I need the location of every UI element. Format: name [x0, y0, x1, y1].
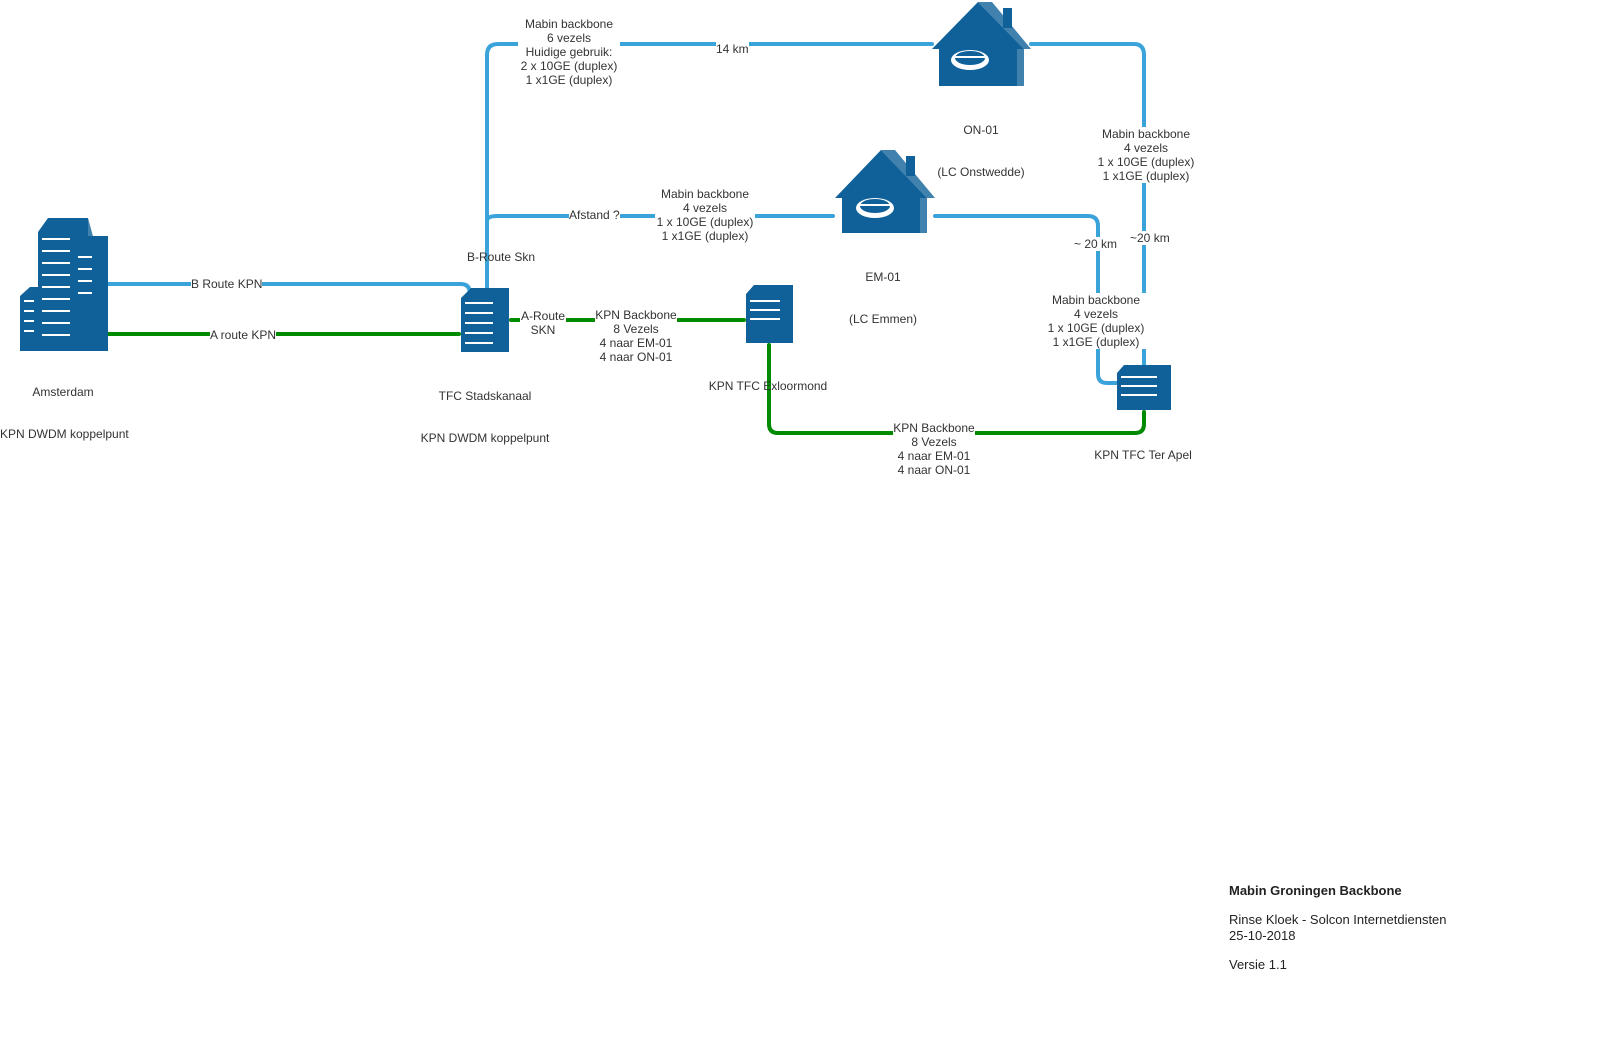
datacenter-building-icon — [1117, 365, 1171, 410]
link-b-route-skn — [485, 42, 934, 290]
link-skn-em01 — [485, 214, 835, 227]
node-label-em01: EM-01 (LC Emmen) — [833, 242, 933, 340]
node-label-line: KPN DWDM koppelpunt — [420, 431, 550, 445]
link-label-kpn-backbone-2: KPN Backbone 8 Vezels 4 naar EM-01 4 naa… — [893, 421, 975, 477]
home-router-icon — [835, 150, 935, 233]
link-label-top-backbone: Mabin backbone 6 vezels Huidige gebruik:… — [518, 17, 620, 87]
node-label-line: (LC Onstwedde) — [937, 165, 1025, 179]
home-router-icon — [932, 2, 1031, 86]
link-label-a-route-skn: A-Route SKN — [520, 309, 566, 337]
link-label-top-distance: 14 km — [716, 42, 749, 56]
link-label-b-route-skn: B-Route Skn — [467, 250, 536, 264]
link-label-mid-distance: Afstand ? — [569, 208, 620, 222]
office-buildings-icon — [20, 218, 108, 351]
node-label-on01: ON-01 (LC Onstwedde) — [926, 95, 1036, 193]
link-label-right-distance: ~20 km — [1130, 231, 1170, 245]
diagram-date: 25-10-2018 — [1229, 928, 1296, 943]
node-label-amsterdam: Amsterdam KPN DWDM koppelpunt — [0, 357, 129, 455]
datacenter-building-icon — [461, 288, 509, 352]
node-label-line: ON-01 — [963, 123, 999, 137]
node-label-exloormond: KPN TFC Exloormond — [704, 351, 832, 407]
link-b-route-kpn — [106, 282, 472, 296]
diagram-title: Mabin Groningen Backbone — [1229, 883, 1402, 898]
datacenter-building-icon — [746, 285, 793, 343]
link-label-b-route-kpn: B Route KPN — [191, 277, 263, 291]
link-label-a-route-kpn: A route KPN — [210, 328, 277, 342]
node-label-terapel: KPN TFC Ter Apel — [1088, 420, 1198, 476]
node-label-line: KPN TFC Ter Apel — [1094, 448, 1192, 462]
link-on01-terapel — [1029, 42, 1146, 370]
node-label-line: Amsterdam — [32, 385, 94, 399]
link-label-right-backbone: Mabin backbone 4 vezels 1 x 10GE (duplex… — [1095, 127, 1197, 183]
diagram-version: Versie 1.1 — [1229, 957, 1287, 972]
link-label-kpn-backbone-1: KPN Backbone 8 Vezels 4 naar EM-01 4 naa… — [595, 308, 677, 364]
link-label-em-terapel-backbone: Mabin backbone 4 vezels 1 x 10GE (duplex… — [1046, 293, 1146, 349]
node-label-line: KPN TFC Exloormond — [708, 379, 828, 393]
diagram-author: Rinse Kloek - Solcon Internetdiensten — [1229, 912, 1447, 927]
link-label-mid-backbone: Mabin backbone 4 vezels 1 x 10GE (duplex… — [655, 187, 755, 243]
node-label-line: KPN DWDM koppelpunt — [0, 427, 129, 441]
node-label-stadskanaal: TFC Stadskanaal KPN DWDM koppelpunt — [420, 361, 550, 459]
node-label-line: TFC Stadskanaal — [438, 389, 532, 403]
link-label-em-terapel-distance: ~ 20 km — [1074, 237, 1118, 251]
node-label-line: EM-01 — [865, 270, 901, 284]
node-label-line: (LC Emmen) — [848, 312, 917, 326]
